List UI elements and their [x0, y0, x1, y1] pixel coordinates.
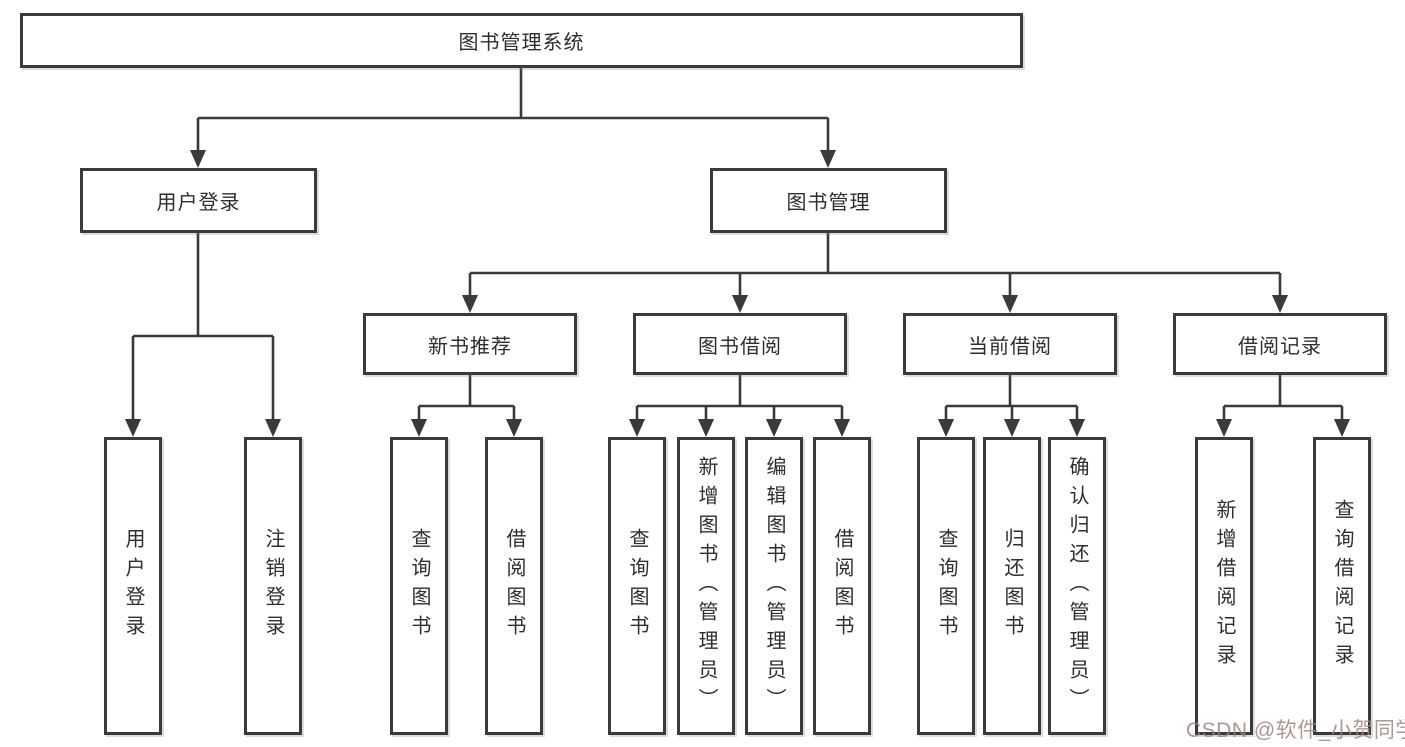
arrowhead-down-icon: [1272, 295, 1288, 313]
node-user-login-label: 用户登录: [156, 192, 241, 214]
arrowhead-down-icon: [1069, 419, 1085, 437]
node-user-login: 用户登录: [80, 168, 317, 233]
leaf-add-borrow-record-label: 新增借阅记录: [1213, 499, 1235, 673]
leaf-borrow-books-recommend: 借阅图书: [485, 437, 543, 735]
leaf-user-login-label: 用户登录: [122, 528, 144, 644]
node-new-book-recommend: 新书推荐: [363, 313, 577, 375]
arrowhead-down-icon: [506, 419, 522, 437]
leaf-query-books-borrow: 查询图书: [608, 437, 666, 735]
node-new-book-recommend-label: 新书推荐: [428, 335, 512, 358]
leaf-return-books: 归还图书: [983, 437, 1041, 735]
arrowhead-down-icon: [698, 419, 714, 437]
leaf-borrow-books-recommend-label: 借阅图书: [503, 528, 525, 644]
leaf-query-books-recommend-label: 查询图书: [408, 528, 430, 644]
arrowhead-down-icon: [190, 150, 206, 168]
node-current-borrow: 当前借阅: [903, 313, 1117, 375]
leaf-query-borrow-record: 查询借阅记录: [1313, 437, 1371, 735]
csdn-watermark: CSDN @软件_小贺同学: [1186, 719, 1405, 742]
node-book-mgmt-label: 图书管理: [786, 192, 871, 214]
arrowhead-down-icon: [732, 295, 748, 313]
leaf-query-books-current-label: 查询图书: [935, 528, 957, 644]
arrowhead-down-icon: [820, 150, 836, 168]
arrowhead-down-icon: [411, 419, 427, 437]
node-book-borrow: 图书借阅: [633, 313, 847, 375]
arrowhead-down-icon: [462, 295, 478, 313]
leaf-return-books-label: 归还图书: [1001, 528, 1023, 644]
arrowhead-down-icon: [125, 419, 141, 437]
arrowhead-down-icon: [265, 419, 281, 437]
leaf-query-books-current: 查询图书: [917, 437, 975, 735]
leaf-add-borrow-record: 新增借阅记录: [1195, 437, 1253, 735]
leaf-add-books-admin-label: 新增图书（管理员）: [695, 455, 717, 717]
leaf-query-books-borrow-label: 查询图书: [626, 528, 648, 644]
leaf-add-books-admin: 新增图书（管理员）: [677, 437, 735, 735]
leaf-query-books-recommend: 查询图书: [390, 437, 448, 735]
node-book-mgmt: 图书管理: [710, 168, 947, 233]
arrowhead-down-icon: [629, 419, 645, 437]
leaf-logout-label: 注销登录: [262, 528, 284, 644]
leaf-user-login: 用户登录: [104, 437, 162, 735]
leaf-confirm-return-admin: 确认归还（管理员）: [1048, 437, 1106, 735]
arrowhead-down-icon: [1216, 419, 1232, 437]
leaf-edit-books-admin-label: 编辑图书（管理员）: [763, 455, 785, 717]
arrowhead-down-icon: [1002, 295, 1018, 313]
node-book-borrow-label: 图书借阅: [698, 335, 782, 358]
node-current-borrow-label: 当前借阅: [968, 335, 1052, 358]
arrowhead-down-icon: [834, 419, 850, 437]
arrowhead-down-icon: [766, 419, 782, 437]
arrowhead-down-icon: [938, 419, 954, 437]
leaf-borrow-books: 借阅图书: [813, 437, 871, 735]
node-borrow-records-label: 借阅记录: [1238, 335, 1322, 358]
node-borrow-records: 借阅记录: [1173, 313, 1387, 375]
leaf-confirm-return-admin-label: 确认归还（管理员）: [1066, 455, 1088, 717]
leaf-logout: 注销登录: [244, 437, 302, 735]
node-root: 图书管理系统: [20, 13, 1023, 68]
leaf-borrow-books-label: 借阅图书: [831, 528, 853, 644]
arrowhead-down-icon: [1004, 419, 1020, 437]
arrowhead-down-icon: [1334, 419, 1350, 437]
leaf-edit-books-admin: 编辑图书（管理员）: [745, 437, 803, 735]
leaf-query-borrow-record-label: 查询借阅记录: [1331, 499, 1353, 673]
node-root-label: 图书管理系统: [458, 32, 585, 54]
